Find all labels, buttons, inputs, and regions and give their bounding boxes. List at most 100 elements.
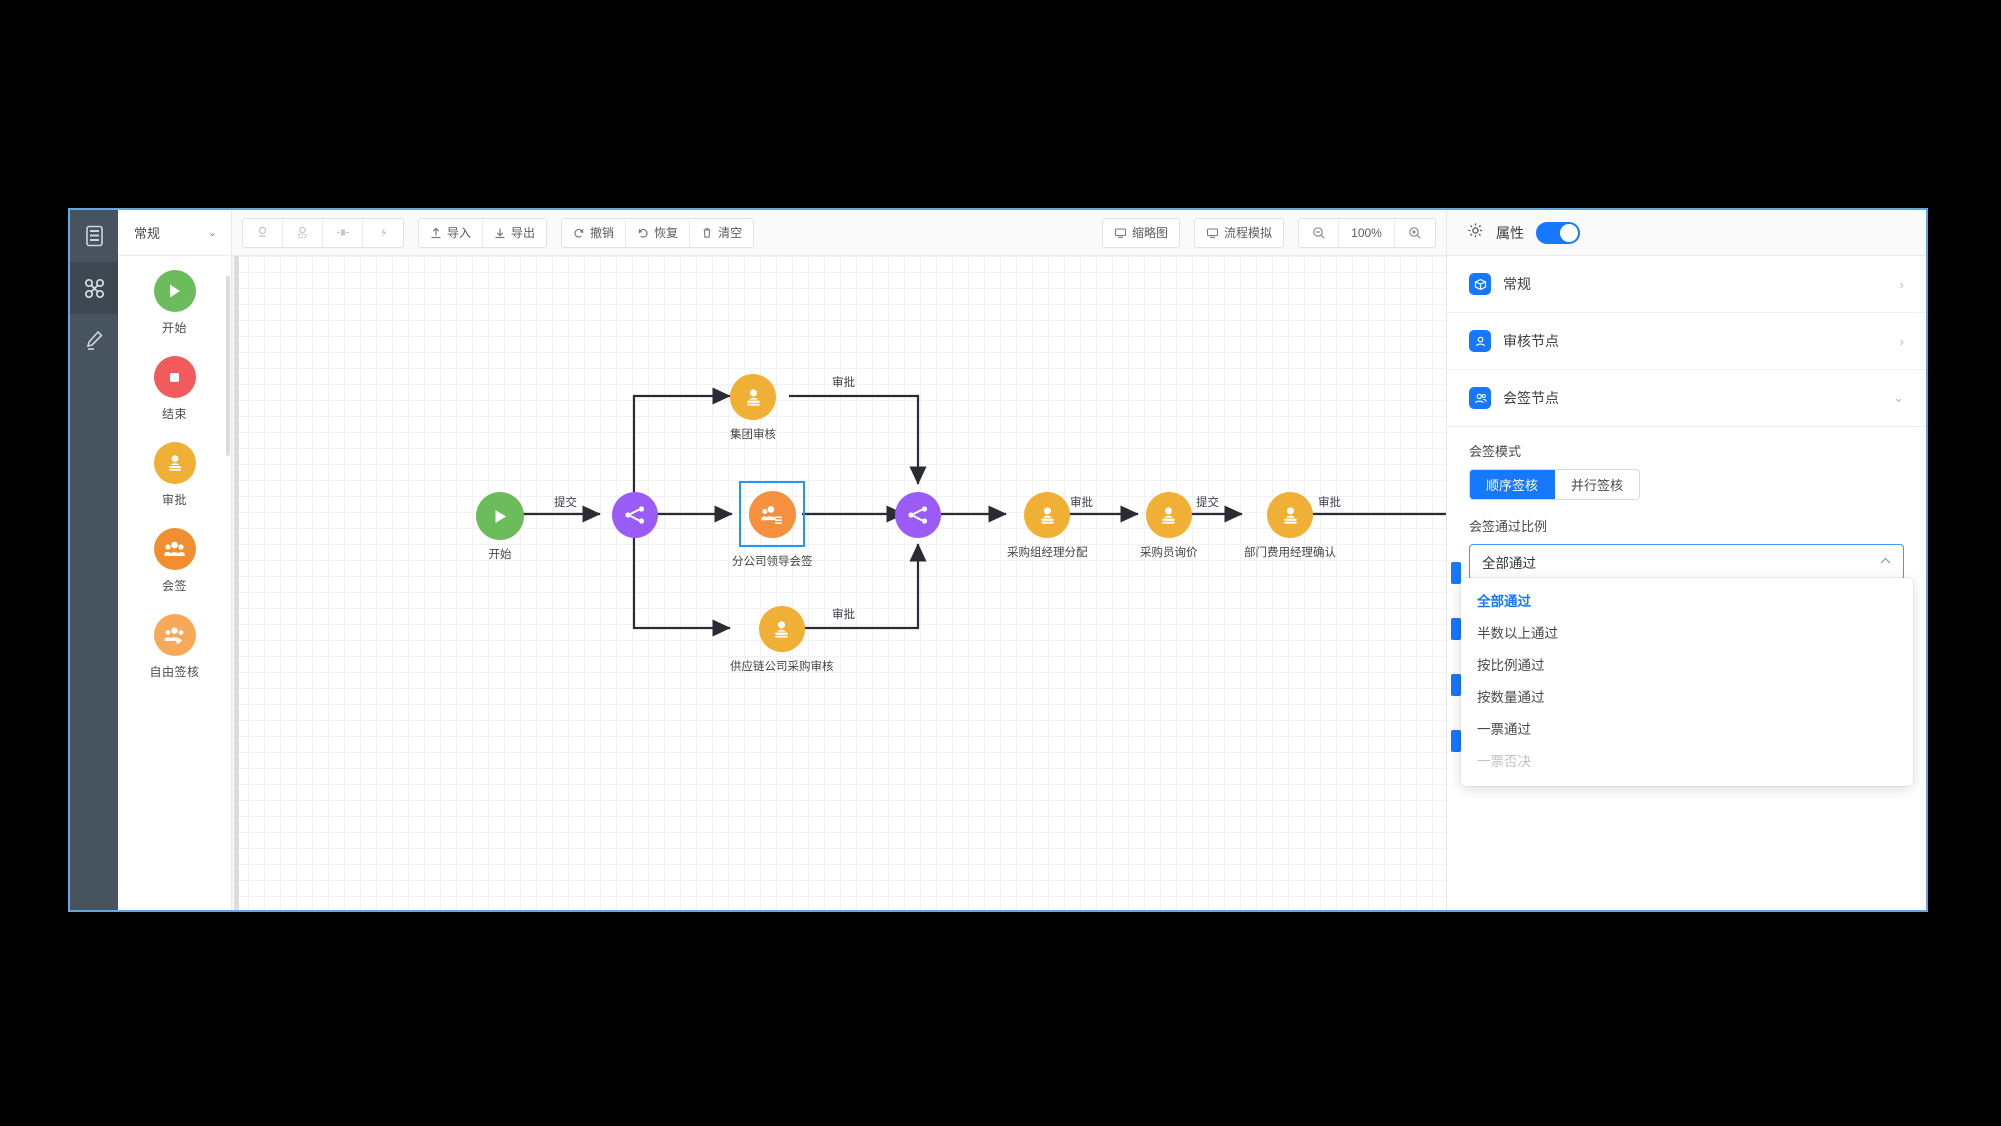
flow-node-gateway-split[interactable] <box>612 492 658 538</box>
palette-scrollbar[interactable] <box>226 276 230 456</box>
auto-icon[interactable] <box>363 218 403 247</box>
prop-row-countersign-node[interactable]: 会签节点 ⌄ <box>1447 370 1926 427</box>
properties-header: 属性 <box>1447 210 1926 256</box>
obscured-chip <box>1451 674 1461 696</box>
seg-sequential-sign[interactable]: 顺序签核 <box>1470 470 1556 499</box>
approve-circle <box>1024 492 1071 538</box>
simulate-button[interactable]: 流程模拟 <box>1194 218 1283 247</box>
prop-row-general[interactable]: 常规 › <box>1447 256 1926 313</box>
flow-node-buyer-inquiry[interactable]: 采购员询价 <box>1140 492 1198 560</box>
palette-node-countersign[interactable]: 会签 <box>118 528 231 594</box>
thumbnail-button[interactable]: 缩略图 <box>1102 218 1179 247</box>
rail-item-flow-nodes[interactable] <box>70 262 118 314</box>
thumbnail-icon <box>1114 227 1127 238</box>
countersign-mode-label: 会签模式 <box>1469 444 1522 459</box>
play-icon <box>495 509 506 523</box>
palette-node-approve[interactable]: 审批 <box>118 442 231 508</box>
pass-ratio-label: 会签通过比例 <box>1469 519 1548 534</box>
prop-row-review-node[interactable]: 审核节点 › <box>1447 313 1926 370</box>
prop-row-label: 常规 <box>1503 276 1531 292</box>
redo-button[interactable]: 恢复 <box>626 218 691 247</box>
group-icon <box>164 541 185 556</box>
distribute-icon[interactable] <box>283 218 323 247</box>
flow-node-label: 开始 <box>488 549 512 561</box>
flow-node-branch-countersign[interactable]: 分公司领导会签 <box>732 481 813 569</box>
chevron-right-icon: › <box>1899 333 1904 349</box>
import-icon <box>431 227 441 238</box>
import-label: 导入 <box>447 226 472 240</box>
dropdown-option-all-pass[interactable]: 全部通过 <box>1477 594 1531 609</box>
zoom-level-value: 100% <box>1339 218 1395 247</box>
obscured-field-chips <box>1447 562 1461 786</box>
pass-ratio-dropdown[interactable]: 全部通过 半数以上通过 按比例通过 按数量通过 一票通过 一票否决 <box>1461 578 1913 786</box>
flow-node-supply-review[interactable]: 供应链公司采购审核 <box>730 606 834 674</box>
flow-canvas[interactable]: 提交 审批 审批 审批 提交 审批 开始 集 <box>232 256 1446 910</box>
approve-circle <box>730 374 776 420</box>
stamp-icon <box>1162 506 1176 524</box>
flow-node-label: 采购员询价 <box>1140 547 1198 559</box>
undo-button[interactable]: 撤销 <box>562 218 627 247</box>
toolbar-history-group: 撤销 恢复 清空 <box>561 217 755 248</box>
gateway-circle <box>895 492 941 538</box>
document-icon <box>85 225 104 247</box>
node-selection-box[interactable] <box>739 481 806 547</box>
pass-ratio-value: 全部通过 <box>1482 556 1536 571</box>
toolbar-thumbnail-group: 缩略图 <box>1101 217 1180 248</box>
dropdown-option-one-vote-pass[interactable]: 一票通过 <box>1477 722 1531 737</box>
approve-circle <box>758 606 805 652</box>
canvas-vertical-scrollbar[interactable] <box>234 256 239 910</box>
zoom-in-button[interactable] <box>1395 218 1435 247</box>
flow-node-gateway-merge[interactable] <box>895 492 941 538</box>
dropdown-option-count-pass[interactable]: 按数量通过 <box>1477 690 1545 705</box>
export-button[interactable]: 导出 <box>483 218 547 247</box>
properties-panel: 属性 常规 › 审核节点 › 会签节点 ⌄ 会签模式 <box>1446 210 1926 910</box>
properties-toggle[interactable] <box>1536 221 1580 244</box>
palette-node-end[interactable]: 结束 <box>118 356 231 422</box>
prop-row-label: 审核节点 <box>1503 333 1559 349</box>
edge-label: 审批 <box>1318 497 1341 509</box>
stamp-icon <box>1283 506 1297 524</box>
clear-button[interactable]: 清空 <box>690 218 754 247</box>
zoom-out-button[interactable] <box>1299 218 1339 247</box>
approve-circle <box>1145 492 1192 538</box>
flow-node-purchase-manager-assign[interactable]: 采购组经理分配 <box>1007 492 1088 560</box>
end-node-shape <box>153 356 196 398</box>
palette-node-free-sign[interactable]: 自由签核 <box>118 614 231 680</box>
seg-parallel-sign[interactable]: 并行签核 <box>1555 470 1640 499</box>
rail-item-pen[interactable] <box>70 314 118 366</box>
user-icon <box>1469 330 1491 352</box>
countersign-circle <box>748 490 796 538</box>
palette-node-label: 开始 <box>161 321 187 335</box>
approve-circle <box>1267 492 1313 538</box>
palette-group-label: 常规 <box>134 226 161 241</box>
align-icon[interactable] <box>243 218 283 247</box>
group-icon <box>761 505 783 524</box>
dropdown-option-majority-pass[interactable]: 半数以上通过 <box>1477 626 1558 641</box>
flow-node-start[interactable]: 开始 <box>476 492 524 562</box>
palette-node-start[interactable]: 开始 <box>118 270 231 336</box>
flow-node-dept-cost-manager-confirm[interactable]: 部门费用经理确认 <box>1244 492 1336 560</box>
flow-node-group-review[interactable]: 集团审核 <box>730 374 776 442</box>
start-circle <box>476 492 524 540</box>
start-node-shape <box>153 270 196 312</box>
chevron-up-icon <box>1880 556 1891 568</box>
left-icon-rail <box>70 210 118 910</box>
obscured-chip <box>1451 618 1461 640</box>
chevron-down-icon: ⌄ <box>1893 390 1904 405</box>
dropdown-option-ratio-pass[interactable]: 按比例通过 <box>1477 658 1545 673</box>
palette-group-header[interactable]: 常规 ⌄ <box>118 210 231 256</box>
import-button[interactable]: 导入 <box>419 218 484 247</box>
obscured-chip <box>1451 562 1461 584</box>
layout-icon[interactable] <box>323 218 363 247</box>
thumbnail-label: 缩略图 <box>1131 226 1168 240</box>
pass-ratio-select[interactable]: 全部通过 <box>1469 544 1904 580</box>
canvas-column: 导入 导出 撤销 恢复 清空 <box>232 210 1446 910</box>
stamp-icon <box>746 388 760 406</box>
stop-icon <box>170 372 179 382</box>
rail-item-document[interactable] <box>70 210 118 262</box>
chevron-down-icon: ⌄ <box>207 227 217 239</box>
chevron-right-icon: › <box>1899 276 1904 292</box>
flow-node-label: 分公司领导会签 <box>732 556 813 568</box>
obscured-chip <box>1451 730 1461 752</box>
branch-icon <box>908 506 928 524</box>
